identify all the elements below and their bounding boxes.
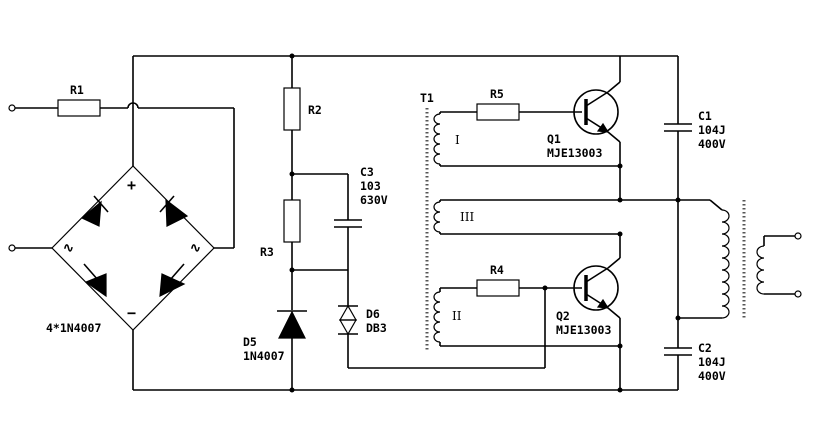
half-bridge-caps: C1 104J 400V C2 104J 400V [620, 56, 726, 390]
winding-2-coil [433, 291, 441, 343]
resistor-r2 [283, 87, 301, 131]
q2-label: Q2 [556, 309, 570, 323]
resistor-r3 [283, 199, 301, 243]
input-terminal-bottom [8, 244, 16, 252]
output-terminal-bottom [794, 290, 802, 298]
output-secondary-coil [756, 245, 765, 295]
input-terminals [8, 104, 16, 252]
bridge-ac-right-label: ∿ [190, 241, 201, 256]
resistor-r4 [476, 279, 520, 297]
bridge-ac-left-label: ∿ [63, 241, 74, 256]
resistor-r5 [476, 103, 520, 121]
winding-1-coil [433, 113, 441, 165]
t1-label: T1 [420, 91, 434, 105]
d6-part-label: DB3 [366, 321, 387, 335]
r3-label: R3 [260, 245, 274, 259]
winding-3-coil [433, 201, 441, 233]
input-terminal-top [8, 104, 16, 112]
transistor-q2 [573, 234, 621, 390]
q1-label: Q1 [547, 132, 561, 146]
r5-label: R5 [490, 87, 504, 101]
r4-label: R4 [490, 263, 504, 277]
d5-label: D5 [243, 335, 257, 349]
c3-voltage-label: 630V [360, 193, 388, 207]
winding-3-label: III [460, 210, 474, 224]
r1-label: R1 [70, 83, 84, 97]
c3-value-label: 103 [360, 179, 381, 193]
winding-2-label: II [452, 309, 462, 323]
r2-label: R2 [308, 103, 322, 117]
bridge-minus-label: − [127, 304, 136, 322]
c2-value-label: 104J [698, 355, 726, 369]
bridge-diode-tr [165, 198, 189, 227]
bridge-rectifier: + − ∿ ∿ 4*1N4007 [15, 165, 215, 335]
bridge-plus-label: + [127, 176, 136, 194]
winding-1-label: I [455, 133, 460, 147]
transformer-t1: T1 I III II [420, 91, 620, 352]
startup-chain: R2 R3 D5 1N4007 [243, 56, 322, 390]
resistor-r1: R1 [15, 83, 235, 249]
c1-value-label: 104J [698, 123, 726, 137]
c1-voltage-label: 400V [698, 137, 726, 151]
bridge-diode-br [159, 273, 186, 298]
c1-label: C1 [698, 109, 712, 123]
diac-d6 [338, 304, 358, 336]
diode-d5 [278, 310, 306, 339]
output-primary-coil [721, 209, 730, 319]
bridge-label: 4*1N4007 [46, 321, 101, 335]
lower-switch: R4 Q2 MJE13003 [476, 234, 621, 390]
d5-part-label: 1N4007 [243, 349, 285, 363]
q2-part-label: MJE13003 [556, 323, 611, 337]
c2-label: C2 [698, 341, 712, 355]
output-terminal-top [794, 232, 802, 240]
junction-dots [289, 53, 681, 393]
upper-switch: R5 Q1 MJE13003 [476, 56, 621, 200]
c2-voltage-label: 400V [698, 369, 726, 383]
d6-label: D6 [366, 307, 380, 321]
bridge-diode-tl [80, 200, 102, 227]
trigger-network: C3 103 630V D6 DB3 [292, 165, 546, 369]
c3-label: C3 [360, 165, 374, 179]
q1-part-label: MJE13003 [547, 146, 602, 160]
transistor-q1 [573, 56, 621, 200]
output-transformer [709, 199, 802, 320]
power-rails [132, 55, 678, 391]
